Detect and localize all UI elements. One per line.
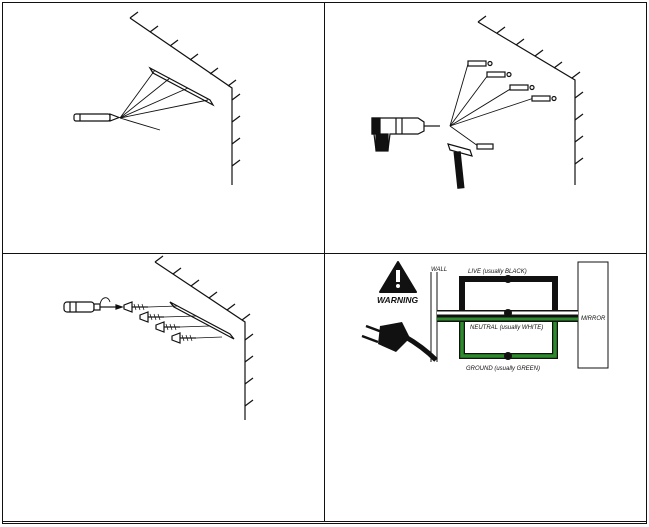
guide-lines-3 [147, 305, 223, 339]
leader-lines-2 [449, 63, 535, 147]
live-wire [459, 276, 558, 313]
panel-4-wiring-warning: WARNING WALL MIRROR [361, 261, 609, 372]
panel-1-anchor-layout [73, 11, 241, 185]
leader-lines-1 [119, 69, 209, 131]
drill-icon [371, 117, 440, 152]
wiring-harness [437, 276, 578, 359]
warning-triangle-icon [379, 261, 417, 293]
wall-divider [430, 272, 438, 362]
screwdriver-icon [63, 297, 124, 313]
mirror-label: MIRROR [581, 316, 606, 322]
ground-wire [460, 318, 557, 358]
panel-2-drill-anchors [371, 15, 584, 189]
mounting-bracket-1 [148, 66, 215, 107]
warning-label: WARNING [377, 295, 418, 305]
wall-label: WALL [431, 267, 447, 273]
junction-dots [504, 275, 512, 360]
wall-corner-3 [154, 255, 254, 420]
live-wire-label: LIVE (usually BLACK) [468, 269, 527, 275]
mirror-box [577, 261, 609, 369]
wall-corner-2 [477, 15, 584, 185]
wall-corner-1 [129, 11, 241, 185]
screw-icons [123, 301, 196, 344]
wall-anchor-icons [467, 60, 557, 150]
panel-3-screw-bracket [63, 255, 254, 420]
ground-wire-label: GROUND (usually GREEN) [466, 366, 540, 372]
power-plug-icon [361, 322, 438, 362]
hammer-icon [447, 143, 473, 189]
pencil-icon [73, 113, 121, 122]
neutral-wire-label: NEUTRAL (usually WHITE) [470, 325, 543, 331]
